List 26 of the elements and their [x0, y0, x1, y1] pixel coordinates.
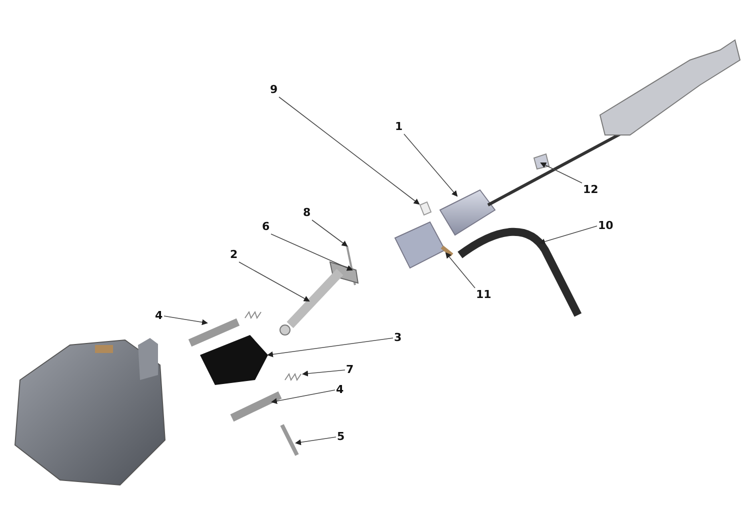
callout-number: 8 — [303, 207, 311, 219]
callout-number: 9 — [270, 84, 278, 96]
leader-line — [404, 134, 458, 197]
leader-line — [238, 262, 310, 302]
callout-number: 2 — [230, 249, 238, 261]
callout-number: 1 — [395, 121, 403, 133]
leader-line — [271, 390, 336, 404]
callout-number: 5 — [337, 431, 345, 443]
leader-line — [270, 234, 353, 271]
leader-line — [539, 226, 598, 244]
callout-number: 10 — [598, 220, 614, 232]
leader-line — [278, 96, 420, 205]
callout-number: 12 — [583, 184, 598, 196]
leader-line — [312, 220, 348, 247]
callout-number: 6 — [262, 221, 270, 233]
callout-number: 7 — [346, 364, 354, 376]
leader-line — [164, 316, 208, 326]
leader-line — [295, 436, 336, 446]
callout-number: 3 — [394, 332, 402, 344]
callout-number: 4 — [155, 310, 163, 322]
leader-line — [302, 370, 346, 376]
leader-line — [445, 252, 476, 288]
leader-line — [540, 162, 582, 184]
callout-number: 4 — [336, 384, 344, 396]
leader-line — [267, 338, 394, 358]
callout-number: 11 — [476, 289, 492, 301]
